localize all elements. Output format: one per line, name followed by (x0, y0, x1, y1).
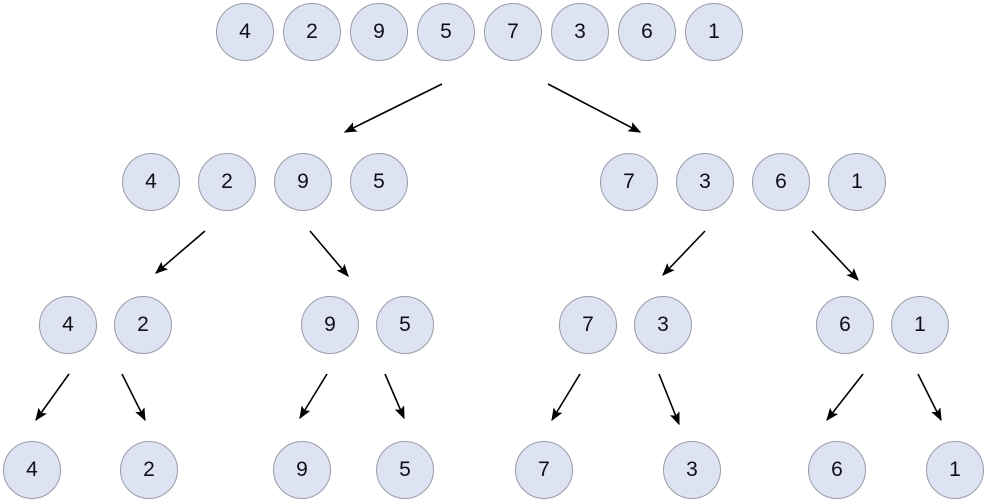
tree-node-label: 5 (399, 312, 411, 336)
tree-node-label: 7 (623, 169, 635, 193)
tree-node-label: 4 (62, 312, 74, 336)
tree-node: 1 (926, 441, 984, 499)
tree-node: 5 (376, 441, 434, 499)
tree-node-label: 6 (831, 457, 843, 481)
tree-node-label: 5 (373, 169, 385, 193)
tree-node: 7 (600, 153, 658, 211)
tree-node-label: 9 (297, 169, 309, 193)
tree-node-label: 2 (137, 312, 149, 336)
tree-node-label: 4 (26, 457, 38, 481)
tree-node-label: 4 (145, 169, 157, 193)
tree-node-label: 7 (582, 312, 594, 336)
tree-node-label: 6 (775, 169, 787, 193)
tree-node-label: 3 (699, 169, 711, 193)
tree-node-label: 7 (538, 457, 550, 481)
tree-node: 7 (484, 3, 542, 61)
tree-node: 4 (3, 441, 61, 499)
tree-node: 9 (350, 3, 408, 61)
tree-node-label: 9 (373, 19, 385, 43)
tree-node: 6 (752, 153, 810, 211)
tree-node: 2 (198, 153, 256, 211)
tree-node: 1 (685, 3, 743, 61)
tree-node: 2 (120, 441, 178, 499)
tree-node: 1 (891, 296, 949, 354)
tree-node-label: 1 (914, 312, 926, 336)
tree-node-label: 4 (239, 19, 251, 43)
tree-node-label: 9 (296, 457, 308, 481)
tree-node-label: 3 (657, 312, 669, 336)
tree-node-label: 6 (641, 19, 653, 43)
tree-node-label: 1 (949, 457, 961, 481)
tree-node: 3 (551, 3, 609, 61)
tree-node-label: 1 (851, 169, 863, 193)
tree-node-label: 5 (399, 457, 411, 481)
tree-node: 5 (417, 3, 475, 61)
tree-node: 7 (559, 296, 617, 354)
tree-node-label: 3 (574, 19, 586, 43)
tree-node: 2 (114, 296, 172, 354)
tree-node: 5 (350, 153, 408, 211)
tree-node-label: 9 (324, 312, 336, 336)
tree-node-label: 2 (306, 19, 318, 43)
tree-node: 6 (816, 296, 874, 354)
tree-node: 4 (39, 296, 97, 354)
tree-node-label: 1 (708, 19, 720, 43)
tree-node-label: 5 (440, 19, 452, 43)
tree-node: 7 (515, 441, 573, 499)
tree-node: 3 (663, 441, 721, 499)
tree-node: 4 (122, 153, 180, 211)
tree-node: 6 (618, 3, 676, 61)
tree-node: 9 (301, 296, 359, 354)
tree-node: 6 (808, 441, 866, 499)
tree-node: 1 (828, 153, 886, 211)
tree-node: 3 (634, 296, 692, 354)
tree-node-label: 6 (839, 312, 851, 336)
tree-node: 5 (376, 296, 434, 354)
tree-node-label: 3 (686, 457, 698, 481)
tree-node: 2 (283, 3, 341, 61)
tree-node-label: 2 (143, 457, 155, 481)
tree-node-label: 2 (221, 169, 233, 193)
tree-node: 4 (216, 3, 274, 61)
tree-node: 3 (676, 153, 734, 211)
tree-node: 9 (273, 441, 331, 499)
tree-node-label: 7 (507, 19, 519, 43)
tree-node: 9 (274, 153, 332, 211)
